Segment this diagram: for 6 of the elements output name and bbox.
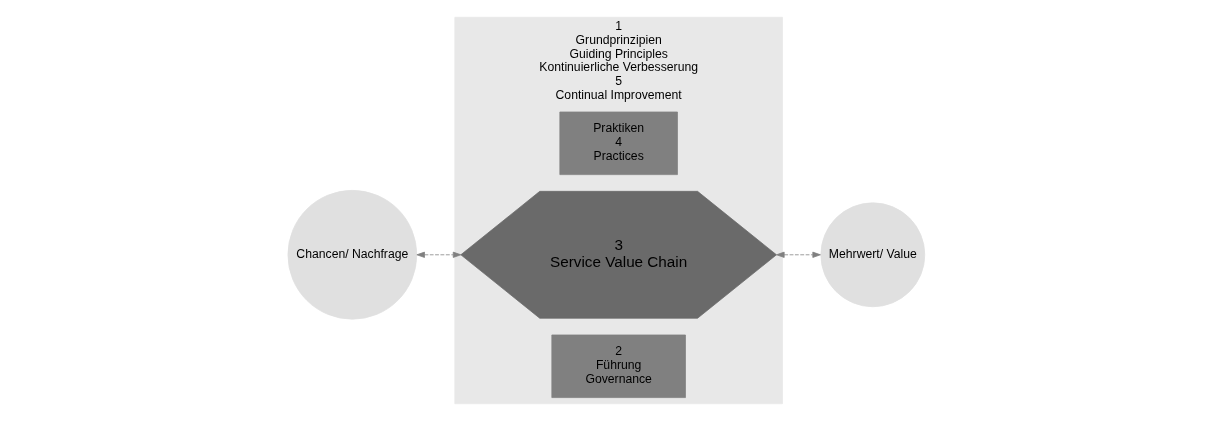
node-box: Praktiken 4 Practices	[559, 111, 678, 175]
node-circle: Mehrwert/ Value	[820, 202, 926, 308]
node-box: 2 Führung Governance	[551, 334, 686, 398]
arrow	[776, 251, 821, 258]
arrow	[416, 251, 462, 258]
node-circle: Chancen/ Nachfrage	[287, 190, 418, 320]
